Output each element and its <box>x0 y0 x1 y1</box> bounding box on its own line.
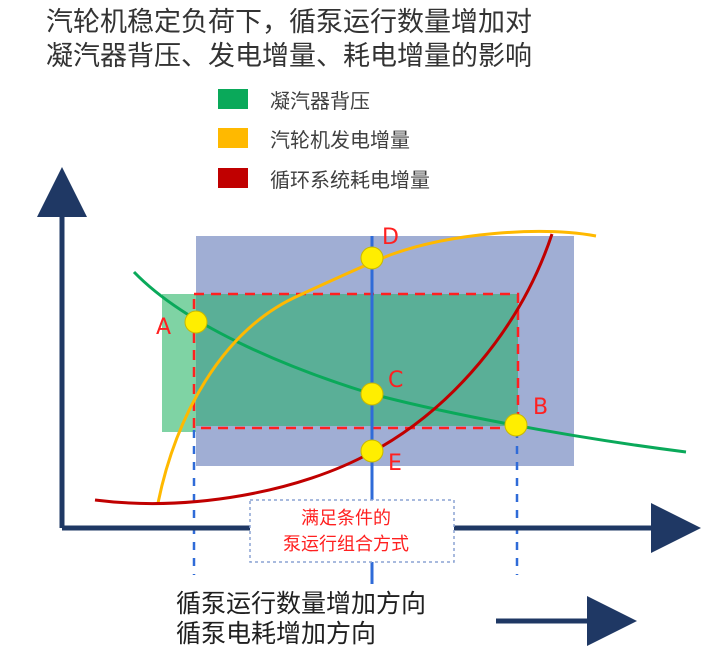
point-d <box>360 246 384 270</box>
point-label-d: D <box>382 225 399 250</box>
legend-swatch-yellow <box>218 128 248 148</box>
annotation-box <box>249 499 455 563</box>
point-label-b: B <box>533 395 548 420</box>
dashed-condition-rect <box>192 292 520 430</box>
point-e <box>360 439 384 463</box>
point-label-c: C <box>388 368 403 393</box>
point-a <box>184 310 208 334</box>
point-label-a: A <box>156 315 171 340</box>
legend-item-consumption: 循环系统耗电增量 <box>218 165 430 192</box>
annotation-line-2: 泵运行组合方式 <box>283 534 409 555</box>
chart-title: 汽轮机稳定负荷下，循泵运行数量增加对 凝汽器背压、发电增量、耗电增量的影响 <box>46 6 686 74</box>
legend-swatch-green <box>218 89 248 109</box>
direction-label-power-consumption: 循泵电耗增加方向 <box>176 619 377 648</box>
generation-curve <box>156 230 597 504</box>
legend-label: 循环系统耗电增量 <box>270 167 430 192</box>
legend-label: 汽轮机发电增量 <box>270 127 410 152</box>
legend-item-generation: 汽轮机发电增量 <box>218 125 410 152</box>
point-c <box>360 382 384 406</box>
title-line-1: 汽轮机稳定负荷下，循泵运行数量增加对 <box>46 7 532 38</box>
annotation-line-1: 满足条件的 <box>301 508 391 529</box>
legend-item-backpressure: 凝汽器背压 <box>218 86 370 113</box>
title-line-2: 凝汽器背压、发电增量、耗电增量的影响 <box>46 41 532 72</box>
point-label-e: E <box>388 451 402 476</box>
overlap-region <box>196 294 518 426</box>
point-b <box>504 413 528 437</box>
legend-swatch-red <box>218 168 248 188</box>
direction-label-pump-count: 循泵运行数量增加方向 <box>176 589 427 618</box>
legend-label: 凝汽器背压 <box>270 88 370 113</box>
